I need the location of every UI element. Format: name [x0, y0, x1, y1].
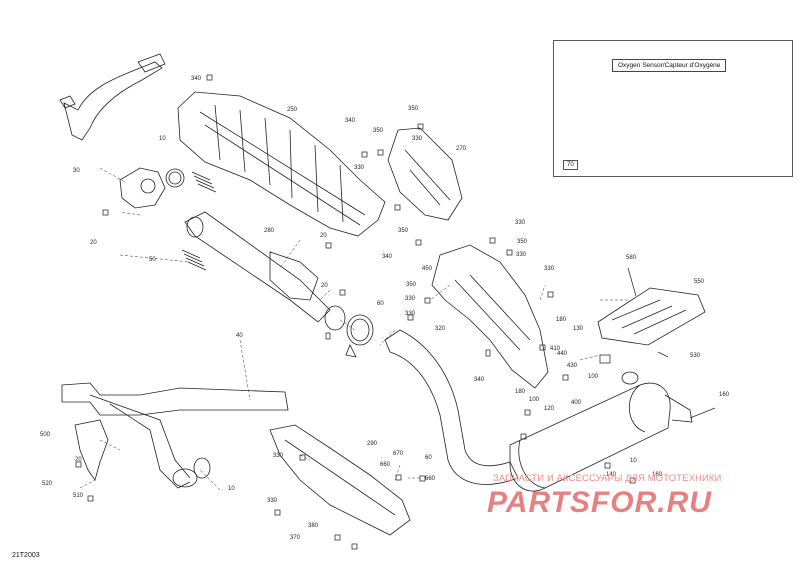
callout-label: 340 — [345, 118, 356, 124]
callout-label: 10 — [159, 136, 166, 142]
leader-lines — [79, 167, 630, 491]
heat-shield-270 — [387, 127, 463, 221]
flange-30 — [119, 167, 185, 209]
inset-ref-label: 70 — [563, 160, 578, 170]
callout-label: 340 — [191, 76, 202, 82]
callout-label: 550 — [694, 279, 705, 285]
callout-label: 160 — [719, 392, 730, 398]
callout-label: 340 — [382, 254, 393, 260]
callout-label: 520 — [42, 481, 53, 487]
heat-shield-250 — [177, 91, 386, 237]
callout-label: 330 — [267, 498, 278, 504]
callout-label: 430 — [567, 363, 578, 369]
upper-exhaust-pipe — [59, 53, 166, 141]
callout-label: 330 — [354, 165, 365, 171]
callout-label: 290 — [367, 441, 378, 447]
heat-shield-290 — [269, 424, 411, 536]
callout-label: 140 — [606, 472, 617, 478]
callout-label: 660 — [425, 476, 436, 482]
callout-label: 270 — [456, 146, 467, 152]
callout-label: 30 — [73, 168, 80, 174]
callout-label: 160 — [652, 472, 663, 478]
callout-label: 660 — [380, 462, 391, 468]
callout-label: 330 — [544, 266, 555, 272]
guard-500 — [74, 419, 109, 481]
callout-label: 100 — [588, 374, 599, 380]
callout-label: 20 — [321, 283, 328, 289]
callout-label: 10 — [228, 486, 235, 492]
callout-label: 380 — [308, 523, 319, 529]
callout-label: 60 — [377, 301, 384, 307]
callout-label: 20 — [90, 240, 97, 246]
callout-label: 440 — [557, 351, 568, 357]
callout-label: 120 — [544, 406, 555, 412]
callout-label: 530 — [690, 353, 701, 359]
middle-pipe — [184, 211, 346, 331]
callout-label: 510 — [73, 493, 84, 499]
callout-label: 370 — [290, 535, 301, 541]
callout-label: 340 — [474, 377, 485, 383]
oxygen-sensor-inset: Oxygen Sensor/Capteur d'Oxygène 70 — [553, 40, 793, 177]
callout-label: 320 — [435, 326, 446, 332]
callout-label: 20 — [75, 457, 82, 463]
callout-label: 20 — [320, 233, 327, 239]
callout-label: 330 — [516, 252, 527, 258]
inset-title: Oxygen Sensor/Capteur d'Oxygène — [612, 59, 727, 72]
springs-50 — [181, 171, 217, 271]
callout-label: 330 — [405, 296, 416, 302]
callout-label: 10 — [630, 458, 637, 464]
callout-label: 100 — [529, 397, 540, 403]
heat-shield-550 — [597, 287, 706, 346]
callout-label: 350 — [408, 106, 419, 112]
rear-pipe — [384, 329, 519, 485]
callout-label: 40 — [236, 333, 243, 339]
muffler-400 — [509, 371, 693, 492]
callout-label: 330 — [412, 136, 423, 142]
clamp-60 — [345, 314, 374, 358]
callout-label: 350 — [398, 228, 409, 234]
callout-label: 670 — [393, 451, 404, 457]
fasteners — [75, 74, 716, 550]
diagram-code: 21T2003 — [12, 552, 40, 559]
callout-label: 250 — [287, 107, 298, 113]
callout-label: 400 — [571, 400, 582, 406]
callout-label: 280 — [264, 228, 275, 234]
callout-label: 60 — [425, 455, 432, 461]
callout-label: 350 — [517, 239, 528, 245]
callout-label: 180 — [515, 389, 526, 395]
callout-label: 500 — [40, 432, 51, 438]
callout-label: 50 — [149, 257, 156, 263]
callout-label: 330 — [273, 453, 284, 459]
callout-label: 450 — [422, 266, 433, 272]
watermark-tagline: ЗАПЧАСТИ И АКСЕССУАРЫ ДЛЯ МОТОТЕХНИКИ — [493, 473, 722, 484]
lower-pipe-assembly — [61, 382, 289, 489]
callout-label: 330 — [405, 311, 416, 317]
callout-label: 130 — [573, 326, 584, 332]
callout-label: 410 — [550, 346, 561, 352]
callout-label: 350 — [406, 282, 417, 288]
heat-shield-320 — [431, 244, 549, 389]
callout-label: 330 — [515, 220, 526, 226]
callout-label: 350 — [373, 128, 384, 134]
callout-label: 180 — [556, 317, 567, 323]
watermark-logo: PARTSFOR.RU — [487, 486, 712, 519]
callout-label: 580 — [626, 255, 637, 261]
